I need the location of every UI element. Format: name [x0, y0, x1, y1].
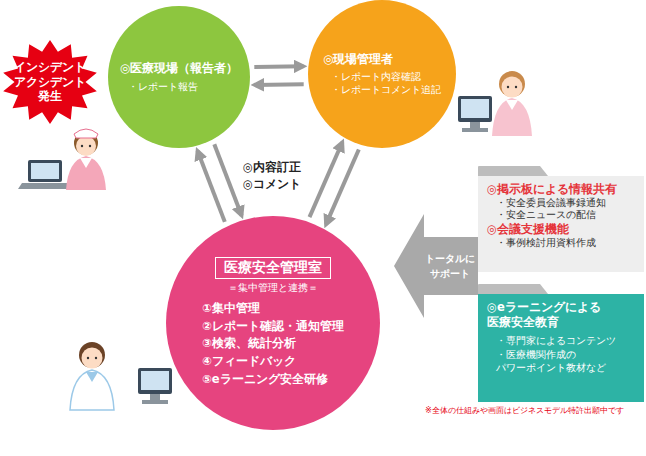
nurse-collar: [86, 372, 98, 382]
node-text: ＝集中管理と連携＝: [228, 281, 318, 294]
monitor: [138, 368, 172, 394]
node-text: ◎現場管理者: [323, 52, 441, 68]
node-content: ◎現場管理者・レポート内容確認・レポートコメント追記: [308, 0, 456, 148]
nurse-figure: [458, 71, 532, 136]
nurse-body: [492, 98, 532, 136]
edge-note: ◎内容訂正: [243, 160, 301, 175]
monitor-display: [141, 371, 169, 390]
node-text: ◎会議支援機能: [487, 222, 617, 237]
monitor-foot: [142, 400, 168, 404]
laptop-screen: [28, 160, 62, 182]
node-content: 医療安全管理室 ＝集中管理と連携＝ ①集中管理②レポート確認・通知管理③検索、統計分…: [166, 216, 380, 430]
nurse-eye: [515, 86, 517, 88]
node-text: 医療安全管理室: [215, 257, 331, 279]
info-panel: ◎eラーニングによる 医療安全教育・専門家によるコンテンツ・医療機関作成の パワ…: [478, 284, 644, 402]
node-content: ◎掲示板による情報共有・安全委員会議事録通知・安全ニュースの配信◎会議支援機能・…: [478, 166, 644, 255]
text-group: ◎eラーニングによる 医療安全教育・専門家によるコンテンツ・医療機関作成の パワ…: [487, 300, 636, 376]
node-content: トータルに サポート: [394, 214, 478, 318]
shape-outline: [394, 214, 478, 318]
edge-note: ◎コメント: [243, 177, 301, 192]
starburst-fill: [3, 40, 97, 124]
nurse-cap: [74, 129, 98, 138]
laptop-base: [18, 183, 72, 189]
circle-fill: [166, 216, 380, 430]
node-text: トータルに サポート: [422, 251, 478, 281]
nurse-figure: [70, 342, 172, 410]
flow-arrow: [326, 150, 359, 225]
nurse-eye: [507, 86, 509, 88]
node-text: ⑤eラーニング安全研修: [202, 371, 344, 389]
nurse-body: [66, 156, 106, 190]
support-arrow: トータルに サポート: [394, 214, 478, 318]
node-text: ・安全ニュースの配信: [487, 209, 617, 221]
node-text: ④フィードバック: [202, 353, 344, 371]
node-content: インシデント アクシデント 発生: [2, 40, 98, 124]
event-starburst: インシデント アクシデント 発生: [2, 40, 98, 124]
node-text: ①集中管理: [202, 300, 344, 318]
node-text: ・医療機関作成の パワーポイント教材など: [487, 349, 636, 374]
node-text: ・事例検討用資料作成: [487, 237, 617, 249]
text-group: ◎現場管理者・レポート内容確認・レポートコメント追記: [323, 52, 441, 97]
node-text: インシデント アクシデント 発生: [8, 60, 92, 103]
nurse-hair: [79, 342, 105, 368]
monitor-stand: [470, 122, 480, 128]
node-text: ・レポート報告: [120, 80, 238, 93]
shape-outline: [108, 6, 250, 148]
monitor-foot: [462, 128, 488, 132]
node-text: ・専門家によるコンテンツ: [487, 335, 636, 347]
node-text: ③検索、統計分析: [202, 335, 344, 353]
node-text: ◎eラーニングによる 医療安全教育: [487, 300, 636, 330]
folder-body: [478, 176, 644, 272]
nurse-eye: [87, 357, 89, 359]
text-group: ◎医療現場（報告者） ・レポート報告: [120, 61, 238, 93]
node-text: ・レポートコメント追記: [323, 83, 441, 96]
node-content: ◎eラーニングによる 医療安全教育・専門家によるコンテンツ・医療機関作成の パワ…: [478, 284, 644, 382]
footnote: ※全体の仕組みや画面はビジネスモデル特許出願中です: [425, 405, 624, 416]
nurse-figure: [18, 129, 106, 190]
text-group: ◎掲示板による情報共有・安全委員会議事録通知・安全ニュースの配信◎会議支援機能・…: [487, 182, 617, 249]
node-text: ・安全委員会議事録通知: [487, 197, 617, 209]
node-text: ・レポート内容確認: [323, 70, 441, 83]
flow-arrow: [198, 151, 225, 222]
monitor: [458, 96, 492, 122]
nurse-face: [76, 136, 96, 156]
arrow-fill: [394, 214, 478, 318]
circle-fill: [308, 0, 456, 148]
laptop-display: [31, 163, 59, 179]
process-circle: ◎医療現場（報告者） ・レポート報告: [108, 6, 250, 148]
flow-arrow: [254, 64, 303, 69]
nurse-collar: [80, 158, 92, 168]
folder-body: [478, 294, 644, 402]
info-panel: ◎掲示板による情報共有・安全委員会議事録通知・安全ニュースの配信◎会議支援機能・…: [478, 166, 644, 272]
flow-arrow: [310, 142, 343, 217]
process-circle: ◎現場管理者・レポート内容確認・レポートコメント追記: [308, 0, 456, 148]
monitor-stand: [150, 394, 160, 400]
node-text: ◎医療現場（報告者）: [120, 61, 238, 77]
nurse-face: [502, 77, 523, 98]
nurse-eye: [81, 145, 83, 147]
nurse-collar: [506, 100, 518, 110]
folder-tab: [478, 284, 548, 294]
node-content: ◎医療現場（報告者） ・レポート報告: [108, 6, 250, 148]
nurse-eye: [95, 357, 97, 359]
node-text: ◎掲示板による情報共有: [487, 182, 617, 197]
text-group: ①集中管理②レポート確認・通知管理③検索、統計分析④フィードバック⑤eラーニング…: [202, 300, 344, 389]
nurse-body: [70, 370, 114, 410]
node-text: ②レポート確認・通知管理: [202, 318, 344, 336]
hub-circle: 医療安全管理室 ＝集中管理と連携＝ ①集中管理②レポート確認・通知管理③検索、統計分…: [166, 216, 380, 430]
monitor-display: [461, 99, 489, 118]
folder-tab: [478, 166, 548, 176]
circle-fill: [108, 6, 250, 148]
flow-arrow: [255, 82, 304, 87]
nurse-face: [82, 348, 103, 369]
nurse-hair: [499, 71, 525, 97]
nurse-eye: [89, 145, 91, 147]
